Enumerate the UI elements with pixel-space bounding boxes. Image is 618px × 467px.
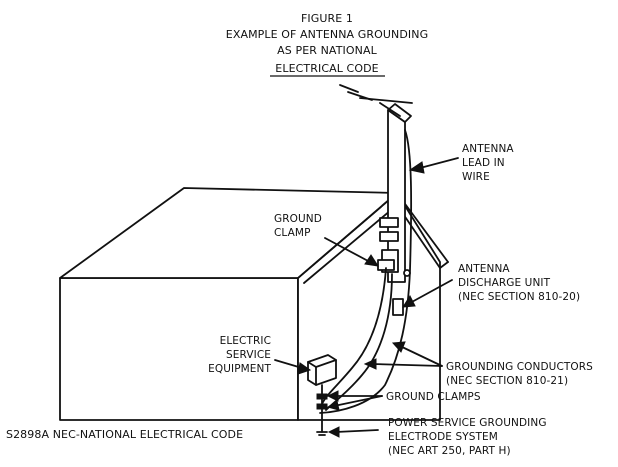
antenna-discharge-unit [392,298,404,316]
roof-fascia-end [439,261,449,269]
arrow-service [274,359,303,369]
title-line-3: AS PER NATIONAL [277,44,377,57]
arrow-clamps-1-head [326,390,339,402]
arrow-power [335,429,379,433]
antenna-mast [339,84,413,283]
antenna-lead-in-wire [319,129,413,414]
service-box-top-edge-2 [315,359,337,368]
arrow-ground-clamp [324,237,371,263]
arrow-discharge-head [402,294,416,308]
arrow-conductor-2 [371,363,443,367]
antenna-element-4 [379,102,401,117]
mast-bracket-2 [379,231,399,242]
svg-text:POWER SERVICE GROUNDING: POWER SERVICE GROUNDING [388,417,547,429]
arrow-clamps-2 [333,395,383,407]
svg-text:EQUIPMENT: EQUIPMENT [208,363,271,375]
svg-text:GROUND: GROUND [274,213,322,225]
svg-text:ELECTRODE SYSTEM: ELECTRODE SYSTEM [388,431,498,443]
label-power-service: POWER SERVICE GROUNDING ELECTRODE SYSTEM… [388,417,547,457]
svg-text:(NEC SECTION 810-21): (NEC SECTION 810-21) [446,375,568,387]
grounding-electrode [316,384,328,436]
svg-text:CLAMP: CLAMP [274,227,311,239]
svg-text:LEAD IN: LEAD IN [462,157,505,169]
arrow-conductor-1-head [391,341,406,353]
svg-text:(NEC ART 250, PART H): (NEC ART 250, PART H) [388,445,511,457]
arrow-ground-clamp-head [364,254,380,267]
electric-service-equipment [307,354,337,386]
leader-arrows [274,157,459,438]
lead-in-connector [403,269,411,277]
service-box-top-edge [307,361,317,368]
arrow-clamps-2-head [326,400,340,411]
arrow-service-head [297,362,312,375]
arrow-conductor-2-head [363,358,377,370]
svg-text:(NEC SECTION 810-20): (NEC SECTION 810-20) [458,291,580,303]
svg-text:GROUNDING CONDUCTORS: GROUNDING CONDUCTORS [446,361,593,373]
label-antenna-lead-in: ANTENNA LEAD IN WIRE [462,143,514,183]
figure-title: FIGURE 1 EXAMPLE OF ANTENNA GROUNDING AS… [226,12,428,77]
antenna-element-3 [359,97,413,104]
label-grounding-conductors: GROUNDING CONDUCTORS (NEC SECTION 810-21… [446,361,593,387]
arrow-lead-in [419,157,459,169]
antenna-element-1 [339,84,359,93]
label-ground-clamps: GROUND CLAMPS [386,391,481,403]
mast-top [387,103,412,123]
label-ground-clamp: GROUND CLAMP [274,213,322,239]
title-line-1: FIGURE 1 [301,12,353,25]
footer-code: S2898A NEC-NATIONAL ELECTRICAL CODE [6,428,243,441]
title-line-2: EXAMPLE OF ANTENNA GROUNDING [226,28,428,41]
grounding-conductor-1 [321,267,387,405]
svg-text:ELECTRIC: ELECTRIC [220,335,271,347]
title-line-4: ELECTRICAL CODE [275,62,378,75]
label-electric-service: ELECTRIC SERVICE EQUIPMENT [208,335,271,375]
ground-clamp-2 [316,403,328,410]
svg-text:ANTENNA: ANTENNA [458,263,510,275]
arrow-power-head [327,426,340,438]
arrow-conductor-1 [399,345,443,367]
arrow-discharge [409,279,453,304]
svg-text:ANTENNA: ANTENNA [462,143,514,155]
svg-text:DISCHARGE UNIT: DISCHARGE UNIT [458,277,551,289]
arrow-lead-in-head [408,161,425,174]
svg-text:SERVICE: SERVICE [226,349,271,361]
ground-clamp-1 [316,393,328,400]
mast-bracket-1 [379,217,399,228]
svg-text:WIRE: WIRE [462,171,490,183]
label-discharge-unit: ANTENNA DISCHARGE UNIT (NEC SECTION 810-… [458,263,580,303]
